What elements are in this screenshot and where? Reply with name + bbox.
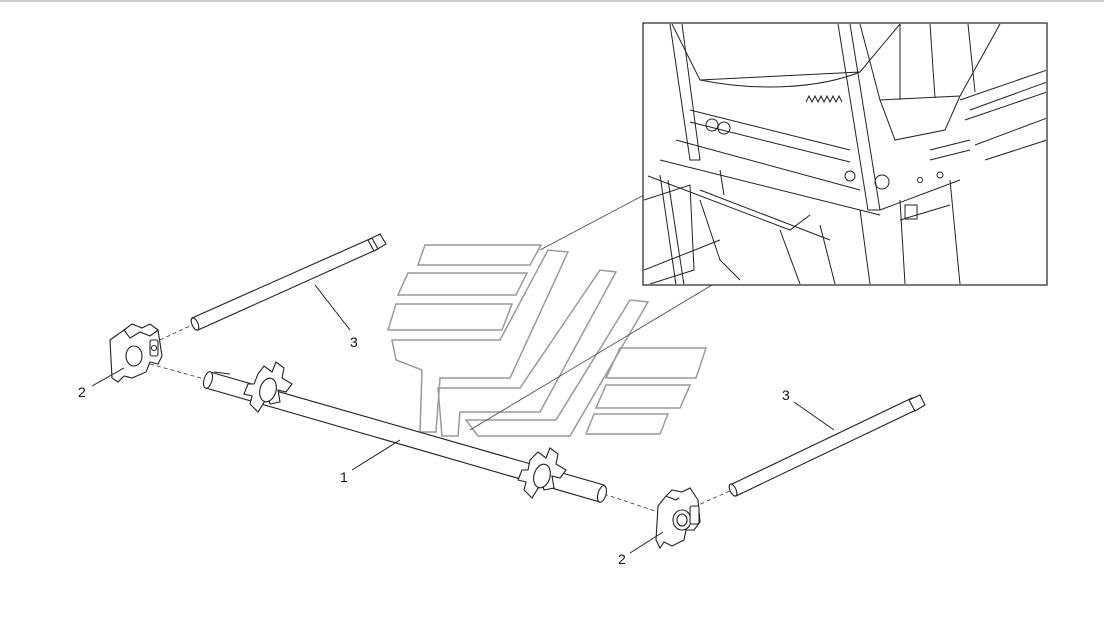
callout-leaders <box>91 284 835 554</box>
inset-detail-view <box>642 22 1048 286</box>
assembly-dashed-lines <box>149 324 733 515</box>
bearing-left <box>109 323 163 383</box>
callout-shaft: 1 <box>340 469 348 485</box>
sprocket-right <box>517 447 567 499</box>
bearing-right <box>655 487 701 550</box>
watermark-logo <box>386 244 708 437</box>
inset-leader-lines <box>469 194 713 431</box>
callout-bearing-right: 2 <box>618 551 626 567</box>
sprocket-left <box>243 361 293 413</box>
callout-rod-left: 3 <box>350 334 358 350</box>
callout-rod-right: 3 <box>782 387 790 403</box>
drive-shaft <box>202 371 608 503</box>
rod-left <box>190 233 387 331</box>
rod-right <box>728 394 926 497</box>
callout-bearing-left: 2 <box>78 384 86 400</box>
